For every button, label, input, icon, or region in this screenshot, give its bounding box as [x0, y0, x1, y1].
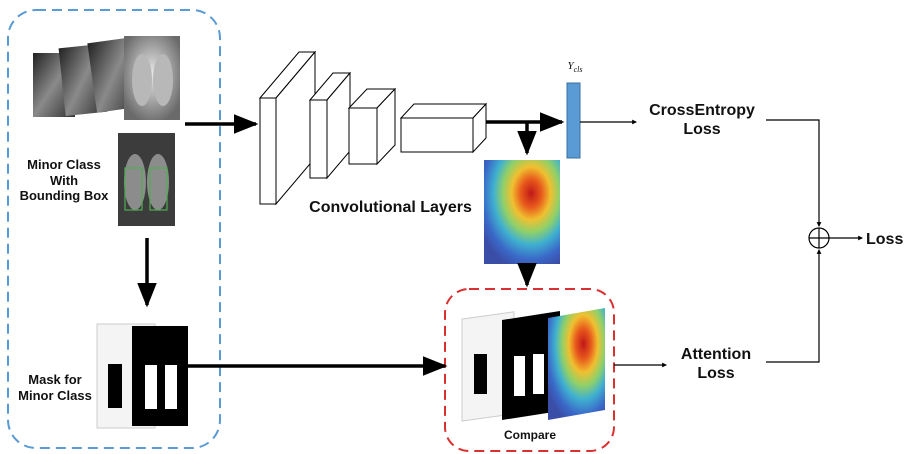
- attention-loss-label: Attention Loss: [680, 346, 752, 383]
- sum-node: [808, 227, 830, 249]
- minor-class-bbox-label: Minor Class With Bounding Box: [19, 157, 109, 204]
- xray-stack-images: [33, 36, 180, 120]
- compare-group-box: [444, 288, 615, 452]
- attention-heatmap: [484, 160, 560, 264]
- compare-label: Compare: [503, 428, 556, 442]
- conv-layers-label: Convolutional Layers: [309, 199, 472, 216]
- conv-layers: [258, 50, 488, 206]
- mask-minor-class-label: Mask for Minor Class: [18, 372, 92, 403]
- input-group-box: [7, 9, 221, 449]
- loss-label: Loss: [866, 231, 904, 248]
- ycls-label: Ycls: [560, 60, 590, 75]
- line-ce-to-sum: [766, 119, 822, 227]
- bbox-xray-image: [118, 133, 175, 226]
- ycls-bar: [566, 82, 581, 159]
- mask-images: [96, 323, 188, 429]
- ycls-symbol: Y: [567, 60, 574, 72]
- ycls-subscript: cls: [573, 65, 583, 75]
- line-attn-to-sum: [766, 249, 822, 363]
- compare-images: [461, 308, 605, 422]
- crossentropy-loss-label: CrossEntropy Loss: [649, 102, 755, 139]
